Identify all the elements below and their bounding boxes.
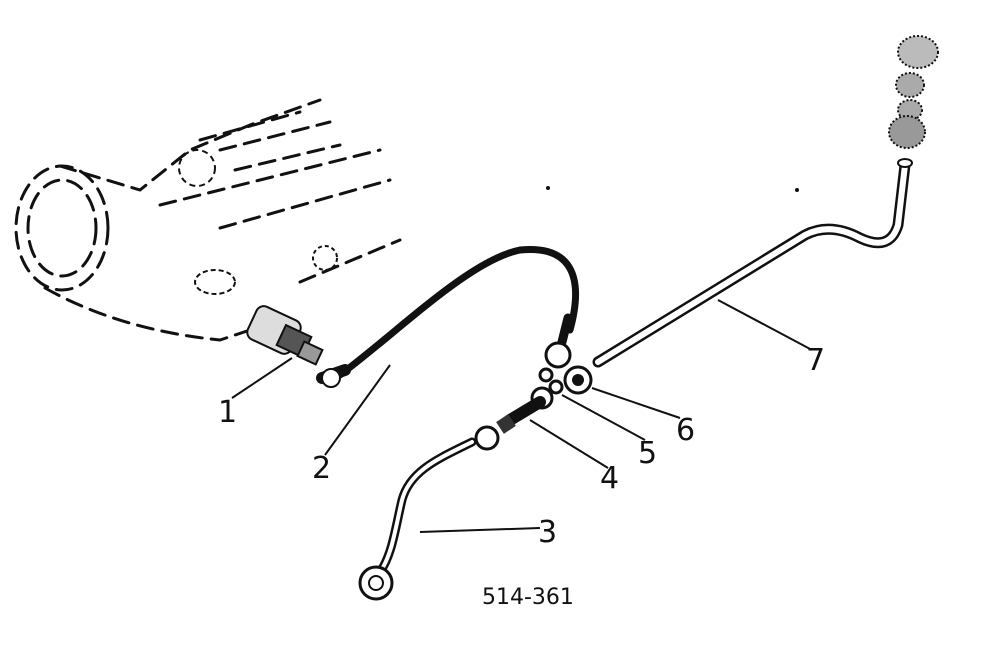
- leader-lines: [231, 299, 813, 533]
- flexible-hose: [316, 245, 580, 388]
- callout-3: 3: [538, 515, 557, 550]
- engine-block-outline: [14, 98, 402, 342]
- banjo-connector: [474, 386, 554, 451]
- callout-6: 6: [676, 413, 695, 448]
- callout-7: 7: [806, 343, 825, 378]
- tee-fitting: [544, 341, 593, 395]
- stippled-fitting: [888, 35, 939, 149]
- oil-pipe: [358, 437, 477, 601]
- stray-dot: [546, 186, 550, 190]
- breather-tube: [592, 158, 913, 368]
- callout-labels: 1 2 3 4 5 6 7: [218, 343, 825, 550]
- callout-4: 4: [600, 461, 619, 496]
- stray-dot: [795, 188, 799, 192]
- sender-unit: [246, 305, 324, 366]
- drawing-reference-number: 514-361: [482, 585, 574, 610]
- callout-1: 1: [218, 395, 237, 430]
- callout-2: 2: [312, 451, 331, 486]
- callout-5: 5: [638, 436, 657, 471]
- washers: [538, 367, 564, 395]
